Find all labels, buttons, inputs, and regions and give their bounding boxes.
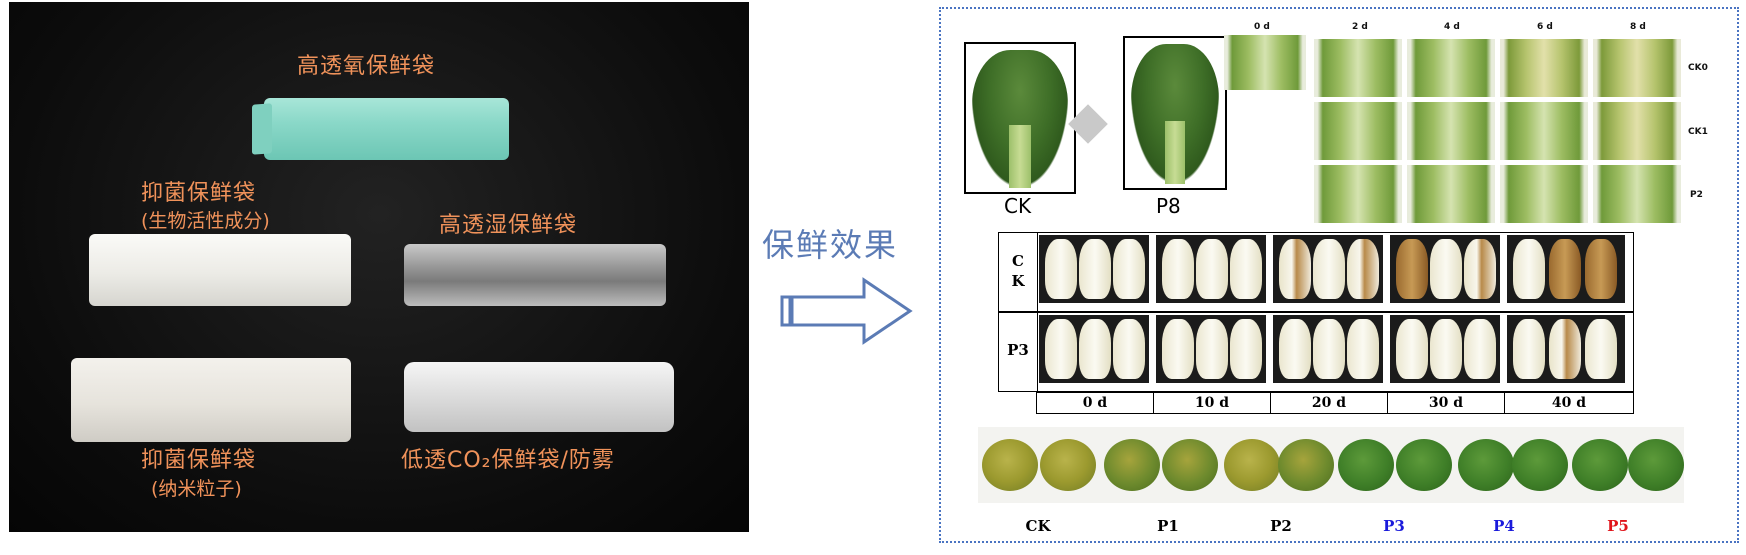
row-label: CK0	[1688, 63, 1708, 73]
cabbage-cell	[1390, 315, 1500, 383]
bags-photo: 高透氧保鲜袋 抑菌保鲜袋 (生物活性成分) 高透湿保鲜袋 抑菌保鲜袋 (纳米粒子…	[9, 2, 749, 532]
right-arrow-icon	[780, 277, 913, 345]
antibacterial-bio-sublabel: (生物活性成分)	[141, 210, 270, 232]
antibacterial-bio-bag-roll	[89, 234, 351, 306]
high-oxygen-label: 高透氧保鲜袋	[297, 54, 436, 79]
antibacterial-nano-label: 抑菌保鲜袋	[141, 448, 257, 473]
broccoli-panel	[1454, 427, 1568, 503]
bok-choy-cell	[1314, 165, 1402, 223]
broccoli-label: P1	[1157, 517, 1179, 535]
bok-choy-cell	[1500, 102, 1588, 160]
cabbage-cell	[1156, 315, 1266, 383]
bok-choy-cell	[1593, 165, 1681, 223]
cabbage-row-p3: P3	[998, 312, 1634, 392]
bok-choy-cell	[1500, 165, 1588, 223]
cabbage-cell	[1039, 315, 1149, 383]
broccoli-label: CK	[1025, 517, 1051, 535]
bok-choy-cell	[1407, 39, 1495, 97]
high-moisture-bag-roll	[404, 244, 666, 306]
day-label: 8 d	[1630, 22, 1646, 32]
cabbage-cell	[1273, 315, 1383, 383]
preservation-effect-label: 保鲜效果	[762, 226, 899, 264]
day-label: 10 d	[1154, 393, 1271, 413]
cabbage-cell	[1507, 315, 1625, 383]
stems-image	[1165, 120, 1185, 184]
row-label: P2	[1690, 190, 1703, 200]
antibacterial-nano-sublabel: (纳米粒子)	[151, 478, 242, 500]
antibacterial-bio-label: 抑菌保鲜袋	[141, 181, 257, 206]
day-label: 0 d	[1254, 22, 1270, 32]
bok-choy-cell	[1593, 102, 1681, 160]
ck-vegetable-photo	[964, 42, 1076, 194]
cabbage-cell	[1507, 235, 1625, 303]
antibacterial-nano-bag-roll	[71, 358, 351, 442]
broccoli-panel	[1100, 427, 1222, 503]
broccoli-label: P2	[1270, 517, 1292, 535]
p8-photo-caption: P8	[1156, 194, 1181, 218]
bok-choy-cell	[1593, 39, 1681, 97]
stems-image	[1009, 125, 1031, 188]
bok-choy-cell	[1407, 165, 1495, 223]
broccoli-panel	[1222, 427, 1334, 503]
broccoli-label: P4	[1493, 517, 1515, 535]
broccoli-panel	[978, 427, 1100, 503]
row-label: C K	[1011, 252, 1025, 290]
cabbage-cell	[1039, 235, 1149, 303]
high-moisture-label: 高透湿保鲜袋	[439, 213, 578, 238]
cabbage-cell	[1390, 235, 1500, 303]
day-label: 30 d	[1388, 393, 1505, 413]
broccoli-row: CK P1 P2 P3 P4 P5	[978, 427, 1728, 535]
cabbage-row-ck: C K	[998, 232, 1634, 312]
day-label: 4 d	[1444, 22, 1460, 32]
day-label: 40 d	[1551, 395, 1587, 411]
bok-choy-cell	[1314, 39, 1402, 97]
broccoli-panel	[1568, 427, 1684, 503]
low-co2-label: 低透CO₂保鲜袋/防雾	[401, 448, 615, 473]
cabbage-cell	[1273, 235, 1383, 303]
bok-choy-cell	[1407, 102, 1495, 160]
ck-photo-caption: CK	[1004, 194, 1032, 218]
high-oxygen-bag-roll	[264, 98, 509, 160]
day-label: 6 d	[1537, 22, 1553, 32]
low-co2-bag-roll	[404, 362, 674, 432]
broccoli-label: P3	[1383, 517, 1405, 535]
bok-choy-cell	[1314, 102, 1402, 160]
row-label: CK1	[1688, 127, 1708, 137]
bok-choy-cell	[1224, 35, 1306, 90]
day-label: 20 d	[1271, 393, 1388, 413]
row-label: P3	[1007, 341, 1029, 359]
broccoli-panel	[1334, 427, 1454, 503]
cabbage-cell	[1156, 235, 1266, 303]
p8-vegetable-photo	[1123, 36, 1227, 190]
cabbage-day-header: 0 d 10 d 20 d 30 d 40 d	[1036, 392, 1634, 414]
broccoli-label: P5	[1607, 517, 1629, 535]
day-label: 0 d	[1037, 393, 1154, 413]
preservation-results-panel: CK P8 0 d 2 d 4 d 6 d 8 d CK0 CK1 P2	[939, 7, 1739, 543]
cabbage-table: C K P3	[998, 232, 1634, 414]
bok-choy-cell	[1500, 39, 1588, 97]
day-label: 2 d	[1352, 22, 1368, 32]
